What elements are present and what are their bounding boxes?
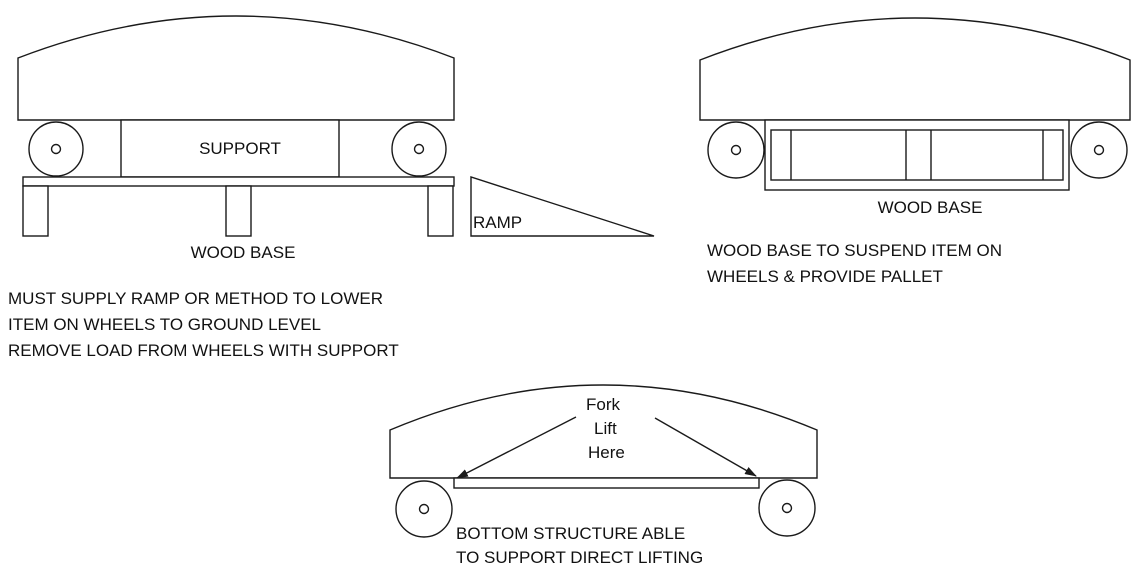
support-label: SUPPORT (199, 139, 281, 158)
fork-label: Here (588, 443, 625, 462)
wheel-left (28, 121, 84, 177)
wood-base-deck (22, 176, 455, 187)
wood-base-inner (770, 129, 1064, 181)
diagram-support-ramp: SUPPORT WOOD BASE RAMP MUST SUPPLY RAMP … (8, 15, 655, 360)
note-line: REMOVE LOAD FROM WHEELS WITH SUPPORT (8, 341, 399, 360)
ramp (470, 176, 655, 237)
note-line: MUST SUPPLY RAMP OR METHOD TO LOWER (8, 289, 383, 308)
note-line: BOTTOM STRUCTURE ABLE (456, 524, 685, 543)
wheel-right (758, 479, 816, 537)
diagram-suspended-pallet: WOOD BASE WOOD BASE TO SUSPEND ITEM ON W… (699, 17, 1131, 286)
wheel-left (707, 121, 765, 179)
ramp-label: RAMP (473, 213, 522, 232)
wood-base-leg-left (22, 185, 49, 237)
wheel-right (391, 121, 447, 177)
wood-base-label: WOOD BASE (191, 243, 296, 262)
wheel-left (395, 480, 453, 538)
note-line: TO SUPPORT DIRECT LIFTING (456, 548, 703, 567)
item-body (389, 384, 818, 479)
item-body (17, 15, 455, 121)
fork-label: Lift (594, 419, 617, 438)
fork-arrow-right (654, 417, 757, 477)
wheel-right (1070, 121, 1128, 179)
bottom-structure (453, 477, 760, 489)
note-line: WOOD BASE TO SUSPEND ITEM ON (707, 241, 1002, 260)
wood-base-label: WOOD BASE (878, 198, 983, 217)
wood-base-leg-right (427, 185, 454, 237)
note-line: WHEELS & PROVIDE PALLET (707, 267, 943, 286)
note-line: ITEM ON WHEELS TO GROUND LEVEL (8, 315, 321, 334)
diagram-fork-lift: Fork Lift Here BOTTOM STRUCTURE ABLE TO … (389, 384, 818, 567)
item-body (699, 17, 1131, 121)
fork-label: Fork (586, 395, 621, 414)
support-block (120, 119, 340, 178)
wood-base-leg-middle (225, 185, 252, 237)
fork-arrow-left (456, 416, 577, 479)
